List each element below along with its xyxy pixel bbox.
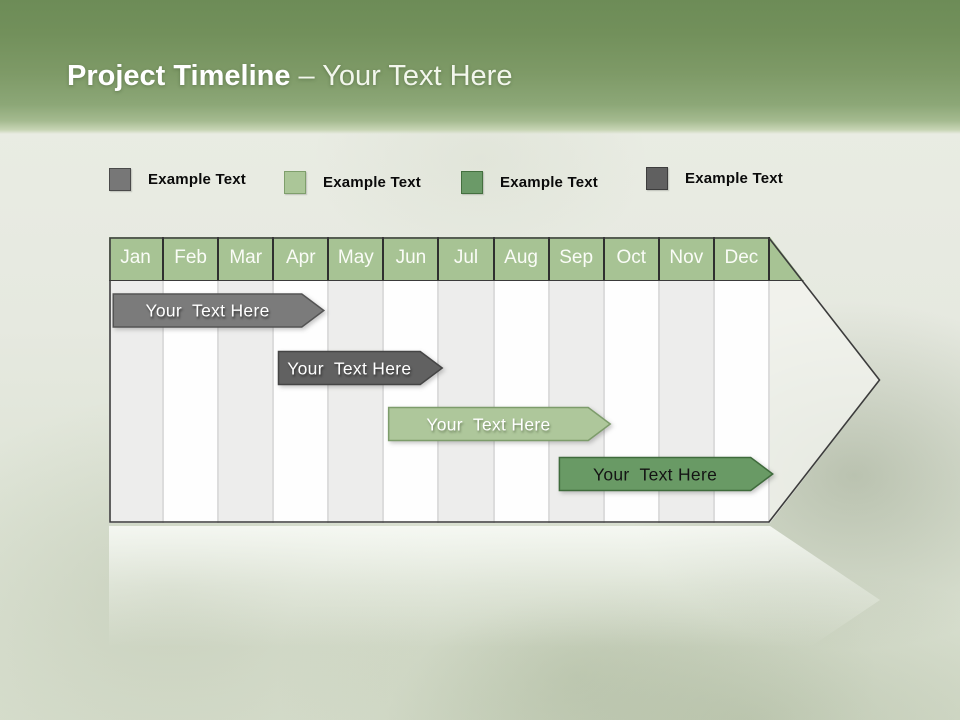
month-cell: Dec	[715, 237, 770, 280]
timeline-svg	[109, 237, 881, 523]
timeline-reflection	[109, 526, 880, 674]
month-cell: Oct	[605, 237, 660, 280]
title-placeholder-text: – Your Text Here	[290, 60, 513, 92]
legend-item[interactable]: Example Text	[284, 171, 421, 194]
legend-item[interactable]: Example Text	[109, 168, 246, 191]
month-cell: Sep	[550, 237, 605, 280]
month-cell: Jun	[384, 237, 440, 280]
title-banner	[0, 0, 960, 134]
page-title[interactable]: Project Timeline – Your Text Here	[67, 60, 512, 93]
legend-label: Example Text	[685, 170, 783, 187]
month-cell: Jul	[439, 237, 495, 280]
legend-label: Example Text	[148, 171, 246, 188]
task-bar-label: Your Text Here	[426, 414, 551, 434]
legend-item[interactable]: Example Text	[461, 171, 598, 194]
task-bar-label: Your Text Here	[592, 464, 718, 484]
task-bar[interactable]	[387, 406, 612, 442]
task-bar[interactable]	[112, 293, 326, 328]
legend-item[interactable]: Example Text	[646, 167, 783, 190]
month-cell: Feb	[164, 237, 220, 280]
month-cell: May	[329, 237, 385, 280]
month-cell: Mar	[219, 237, 275, 280]
legend-label: Example Text	[500, 174, 598, 191]
legend-swatch	[284, 171, 306, 194]
legend-swatch	[646, 167, 668, 190]
legend-swatch	[109, 168, 131, 191]
month-column	[494, 281, 550, 523]
arrow-outline	[109, 237, 881, 523]
task-bar[interactable]	[558, 456, 774, 492]
month-cell: Jan	[109, 237, 165, 280]
month-cell: Apr	[274, 237, 330, 280]
month-column	[329, 281, 385, 523]
task-bar-label: Your Text Here	[287, 358, 412, 378]
legend-label: Example Text	[323, 174, 421, 191]
task-bar[interactable]	[277, 350, 444, 386]
title-bold-text: Project Timeline	[67, 60, 291, 92]
month-cell: Nov	[660, 237, 715, 280]
month-column	[439, 281, 495, 523]
month-cell: Aug	[495, 237, 550, 280]
month-column	[384, 281, 440, 523]
legend-swatch	[461, 171, 483, 194]
task-bar-label: Your Text Here	[145, 300, 270, 321]
